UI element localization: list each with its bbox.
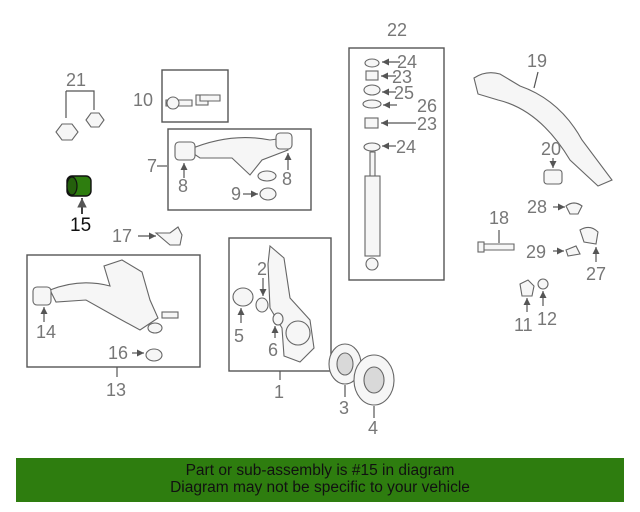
bolt-part-10 (165, 94, 221, 110)
callout-28: 28 (527, 197, 547, 217)
callout-18: 18 (489, 208, 509, 228)
callout-4: 4 (368, 418, 378, 438)
callout-16: 16 (108, 343, 128, 363)
callout-7: 7 (147, 156, 157, 176)
shock-absorber (362, 58, 416, 271)
callout-10: 10 (133, 90, 153, 110)
callout-6: 6 (268, 340, 278, 360)
callout-24-bottom: 24 (396, 137, 416, 157)
callout-12: 12 (537, 309, 557, 329)
part-17 (138, 226, 183, 246)
callout-23-bottom: 23 (417, 114, 437, 134)
callout-5: 5 (234, 326, 244, 346)
upper-control-arm (157, 132, 293, 201)
bushing-part-15 (66, 175, 92, 214)
callout-8-left: 8 (178, 176, 188, 196)
callout-8-right: 8 (282, 169, 292, 189)
banner-line-2: Diagram may not be specific to your vehi… (170, 479, 470, 496)
callout-29: 29 (526, 242, 546, 262)
callout-13: 13 (106, 380, 126, 400)
callout-15: 15 (70, 215, 91, 236)
box-lower-arm (26, 254, 201, 368)
callout-14: 14 (36, 322, 56, 342)
callout-21: 21 (66, 70, 86, 90)
steering-knuckle (232, 244, 315, 380)
parts-diagram: 21 15 10 7 8 8 9 22 24 23 25 26 23 24 19… (26, 20, 613, 438)
box-upper-arm (167, 128, 312, 211)
callout-11: 11 (514, 315, 533, 335)
backing-plates (328, 343, 395, 418)
callout-23-top: 23 (392, 67, 412, 87)
callout-2: 2 (257, 259, 267, 279)
callout-24-top: 24 (397, 52, 417, 72)
callout-19: 19 (527, 51, 547, 71)
callout-1: 1 (274, 382, 284, 402)
small-parts-right (477, 202, 600, 312)
callout-17: 17 (112, 226, 132, 246)
callout-25: 25 (394, 83, 414, 103)
lower-control-arm (32, 259, 179, 377)
banner-line-1: Part or sub-assembly is #15 in diagram (185, 462, 455, 479)
callout-27: 27 (586, 264, 606, 284)
box-shock-absorber (348, 47, 445, 281)
nut-parts-21 (55, 90, 105, 141)
info-banner: Part or sub-assembly is #15 in diagram D… (16, 458, 624, 502)
callout-3: 3 (339, 398, 349, 418)
callout-20: 20 (541, 139, 561, 159)
box-part-10 (161, 69, 229, 123)
callout-26: 26 (417, 96, 437, 116)
callout-9: 9 (231, 184, 241, 204)
callout-22: 22 (387, 20, 407, 40)
frame-bracket-part-19 (473, 71, 613, 187)
